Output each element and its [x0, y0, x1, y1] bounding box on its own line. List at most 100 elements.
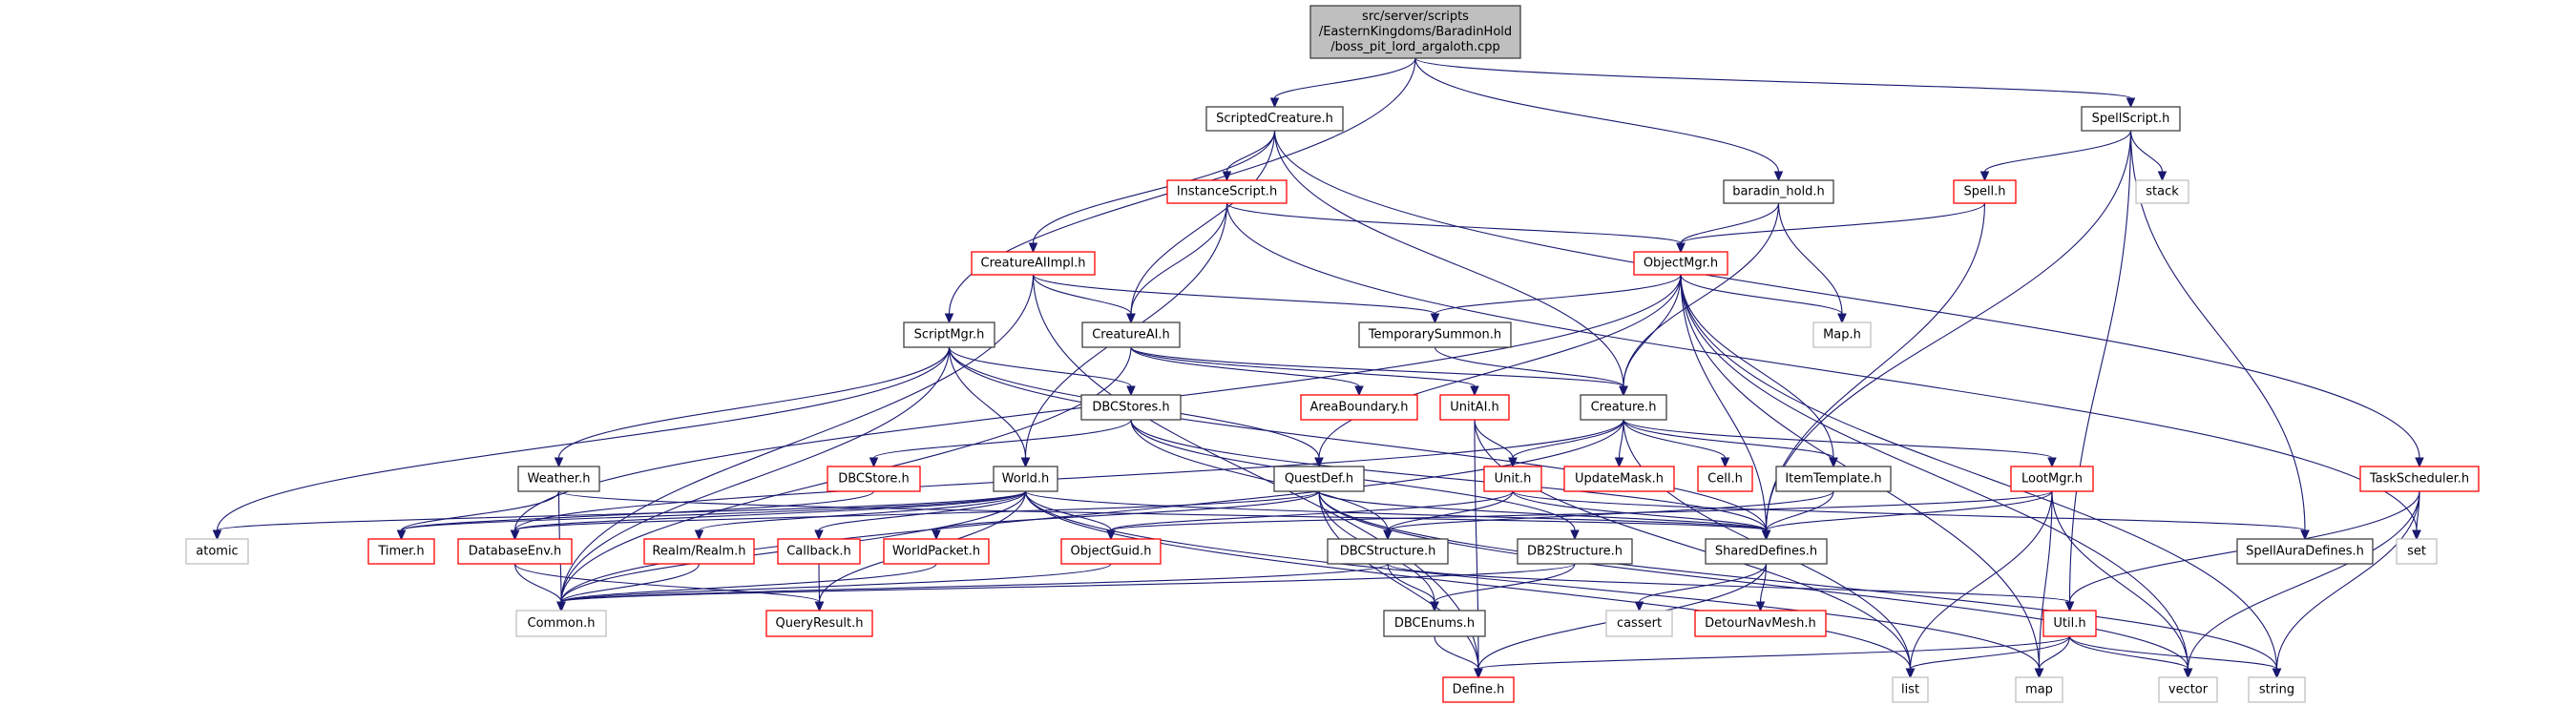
node-label: UnitAI.h [1450, 401, 1499, 415]
node-label: SpellScript.h [2092, 112, 2170, 126]
node-cell[interactable]: Cell.h [1697, 466, 1753, 492]
node-world[interactable]: World.h [993, 466, 1058, 492]
node-scriptmgr[interactable]: ScriptMgr.h [903, 321, 995, 348]
edge-creatureaiimpl-to-temporarysummon [1032, 274, 1440, 324]
node-spellscript[interactable]: SpellScript.h [2081, 106, 2181, 132]
node-creatureaiimpl[interactable]: CreatureAIImpl.h [971, 251, 1096, 276]
node-box [2135, 179, 2189, 204]
node-itemtemplate[interactable]: ItemTemplate.h [1775, 466, 1892, 492]
node-queryresult[interactable]: QueryResult.h [765, 610, 873, 637]
arrowhead-icon [2157, 171, 2168, 182]
node-objectmgr[interactable]: ObjectMgr.h [1633, 251, 1728, 276]
node-unit[interactable]: Unit.h [1483, 466, 1542, 492]
node-dbcenums[interactable]: DBCEnums.h [1383, 610, 1486, 637]
arrowhead-icon [1222, 171, 1232, 182]
node-spell[interactable]: Spell.h [1953, 179, 2017, 204]
edge-line [513, 419, 1624, 531]
node-label: Define.h [1453, 683, 1505, 697]
node-objectguid[interactable]: ObjectGuid.h [1060, 538, 1162, 565]
edge-line [1680, 202, 1780, 244]
node-dbcstructure[interactable]: DBCStructure.h [1327, 538, 1449, 565]
node-root[interactable]: src/server/scripts/EasternKingdoms/Barad… [1309, 5, 1521, 59]
edge-scriptmgr-to-shareddefines [948, 346, 1771, 541]
edge-objectmgr-to-shareddefines [1680, 274, 1771, 541]
arrowhead-icon [1383, 529, 1393, 541]
edge-line [1414, 57, 2132, 99]
node-creatureai[interactable]: CreatureAI.h [1081, 321, 1181, 348]
node-unitai[interactable]: UnitAI.h [1439, 394, 1510, 421]
arrowhead-icon [1755, 601, 1766, 612]
node-label: set [2407, 545, 2426, 559]
edge-line [400, 490, 1027, 531]
edge-util-to-define [1474, 635, 2071, 679]
node-box [1358, 321, 1512, 348]
edge-itemtemplate-to-shareddefines [1761, 490, 1834, 541]
edge-line [560, 274, 1035, 603]
edge-line [2275, 490, 2420, 670]
node-timer[interactable]: Timer.h [367, 538, 435, 565]
arrowhead-icon [1314, 457, 1324, 468]
node-spellauradefines[interactable]: SpellAuraDefines.h [2236, 538, 2374, 565]
node-box [517, 466, 600, 492]
edge-line [1909, 635, 2071, 670]
node-detournavmesh[interactable]: DetourNavMesh.h [1694, 610, 1827, 637]
edge-scriptedcreature-to-creatureaiimpl [1028, 130, 1276, 254]
node-worldpacket[interactable]: WorldPacket.h [883, 538, 990, 565]
edge-unit-to-objectguid [1106, 490, 1514, 541]
edge-lootmgr-to-objectguid [1106, 490, 2053, 541]
edge-line [1130, 419, 1389, 531]
arrowhead-icon [2064, 601, 2075, 612]
node-shareddefines[interactable]: SharedDefines.h [1705, 538, 1828, 565]
arrowhead-icon [1430, 601, 1439, 612]
node-dbcstores[interactable]: DBCStores.h [1080, 394, 1182, 421]
node-box [2010, 466, 2094, 492]
node-dbcstore[interactable]: DBCStore.h [827, 466, 921, 492]
node-box [883, 538, 990, 565]
node-lootmgr[interactable]: LootMgr.h [2010, 466, 2094, 492]
node-callback[interactable]: Callback.h [777, 538, 861, 565]
node-vector: vector [2158, 676, 2218, 703]
node-scriptedcreature[interactable]: ScriptedCreature.h [1205, 106, 1344, 132]
node-cassert: cassert [1605, 610, 1673, 637]
edge-layer [212, 57, 2424, 679]
node-taskscheduler[interactable]: TaskScheduler.h [2359, 466, 2480, 492]
edge-line [2068, 635, 2189, 670]
edge-line [1434, 635, 1479, 670]
arrowhead-icon [1470, 385, 1479, 397]
edge-dbcstructure-to-util [1387, 563, 2075, 612]
node-box [1166, 179, 1288, 204]
edge-line [1387, 490, 1834, 531]
node-box [1483, 466, 1542, 492]
edge-weather-to-timer [396, 490, 560, 541]
edge-line [1909, 490, 2053, 670]
node-realm[interactable]: Realm/Realm.h [643, 538, 755, 565]
node-areaboundary[interactable]: AreaBoundary.h [1300, 394, 1418, 421]
node-weather[interactable]: Weather.h [517, 466, 600, 492]
edge-line [1680, 274, 1843, 315]
edge-unit-to-spellauradefines [1512, 490, 2310, 541]
node-updatemask[interactable]: UpdateMask.h [1563, 466, 1675, 492]
node-box [1383, 610, 1486, 637]
node-define[interactable]: Define.h [1442, 676, 1515, 703]
node-creature[interactable]: Creature.h [1580, 394, 1667, 421]
node-box [765, 610, 873, 637]
edge-line [2051, 490, 2189, 670]
node-questdef[interactable]: QuestDef.h [1273, 466, 1365, 492]
edge-line [1765, 490, 2053, 531]
node-baradin-hold[interactable]: baradin_hold.h [1723, 179, 1834, 204]
node-db2structure[interactable]: DB2Structure.h [1517, 538, 1633, 565]
edge-line [2038, 490, 2053, 670]
node-databaseenv[interactable]: DatabaseEnv.h [457, 538, 573, 565]
edge-line [1623, 274, 1682, 387]
node-temporarysummon[interactable]: TemporarySummon.h [1358, 321, 1512, 348]
node-instancescript[interactable]: InstanceScript.h [1166, 179, 1288, 204]
node-label: QuestDef.h [1285, 472, 1353, 487]
node-box [1812, 321, 1872, 348]
node-layer: src/server/scripts/EasternKingdoms/Barad… [185, 5, 2480, 703]
node-label: Timer.h [377, 545, 424, 559]
edge-root-to-scriptedcreature [1269, 57, 1416, 109]
edge-line [1024, 490, 1768, 531]
edge-line [1680, 274, 2278, 670]
node-label: cassert [1617, 616, 1662, 631]
node-util[interactable]: Util.h [2042, 610, 2097, 637]
